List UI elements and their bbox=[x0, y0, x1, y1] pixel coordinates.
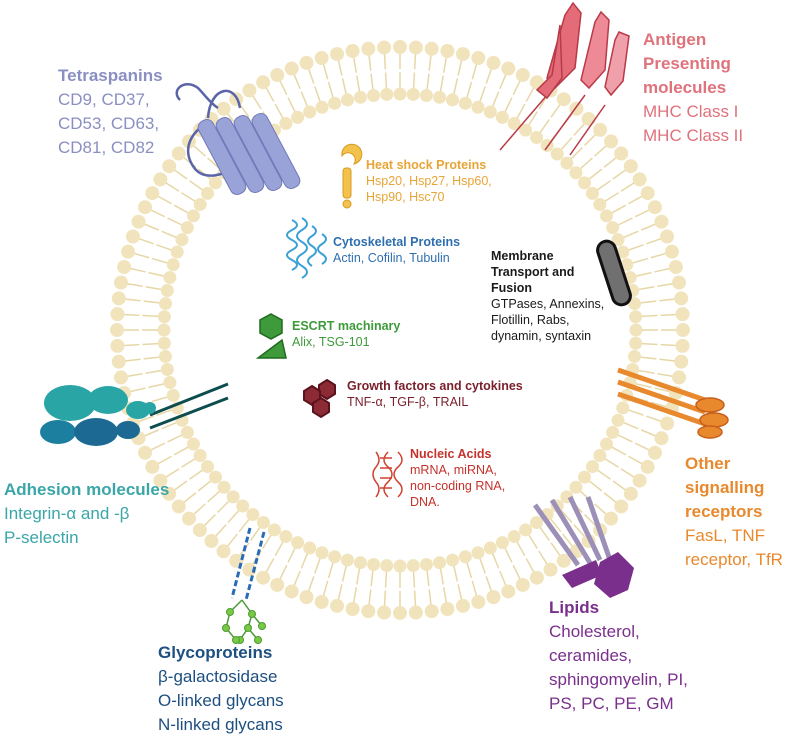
membrane-transport-title: Fusion bbox=[491, 281, 532, 295]
antigen-line: MHC Class II bbox=[643, 126, 744, 145]
antigen-title: Presenting bbox=[643, 54, 731, 73]
other-signalling-title: signalling bbox=[685, 478, 765, 497]
membrane-transport-line: dynamin, syntaxin bbox=[491, 329, 592, 343]
nucleic-acid-icon bbox=[372, 451, 403, 498]
mhc-molecule-icon bbox=[499, 1, 630, 156]
lipid-raft-icon bbox=[532, 495, 634, 598]
adhesion-line: P-selectin bbox=[4, 528, 79, 547]
heat-shock-line: Hsp20, Hsp27, Hsp60, bbox=[366, 174, 492, 188]
membrane-transport-title: Membrane bbox=[491, 249, 554, 263]
glycoproteins-label: Glycoproteins β-galactosidase O-linked g… bbox=[158, 641, 284, 737]
membrane-transport-line: Flotillin, Rabs, bbox=[491, 313, 570, 327]
glycoproteins-line: O-linked glycans bbox=[158, 691, 284, 710]
membrane-transport-line: GTPases, Annexins, bbox=[491, 297, 605, 311]
lipids-label: Lipids Cholesterol, ceramides, sphingomy… bbox=[549, 596, 688, 716]
heat-shock-protein-icon bbox=[341, 143, 363, 209]
escrt-line: Alix, TSG-101 bbox=[292, 335, 370, 349]
glycoproteins-title: Glycoproteins bbox=[158, 643, 273, 662]
nucleic-line: mRNA, miRNA, bbox=[410, 463, 497, 477]
cytoskeletal-title: Cytoskeletal Proteins bbox=[333, 235, 461, 249]
membrane-transport-label: Membrane Transport and Fusion GTPases, A… bbox=[491, 248, 604, 344]
adhesion-line: Integrin-α and -β bbox=[4, 504, 130, 523]
escrt-label: ESCRT machinary Alix, TSG-101 bbox=[292, 318, 400, 350]
escrt-icon bbox=[255, 313, 287, 359]
glycoprotein-icon bbox=[222, 527, 266, 644]
growth-factor-icon bbox=[303, 378, 336, 419]
membrane-transport-icon bbox=[596, 239, 632, 307]
glycoproteins-line: β-galactosidase bbox=[158, 667, 278, 686]
other-signalling-line: receptor, TfR bbox=[685, 550, 783, 569]
nucleic-title: Nucleic Acids bbox=[410, 447, 492, 461]
tetraspanins-label: Tetraspanins CD9, CD37, CD53, CD63, CD81… bbox=[58, 64, 163, 160]
other-signalling-line: FasL, TNF bbox=[685, 526, 765, 545]
escrt-title: ESCRT machinary bbox=[292, 319, 401, 333]
cytoskeletal-label: Cytoskeletal Proteins Actin, Cofilin, Tu… bbox=[333, 234, 460, 266]
other-signalling-title: Other bbox=[685, 454, 731, 473]
tetraspanin-protein-icon bbox=[175, 83, 301, 195]
antigen-line: MHC Class I bbox=[643, 102, 739, 121]
glycoproteins-line: N-linked glycans bbox=[158, 715, 283, 734]
antigen-title: Antigen bbox=[643, 30, 707, 49]
tetraspanins-title: Tetraspanins bbox=[58, 66, 163, 85]
lipids-title: Lipids bbox=[549, 598, 600, 617]
other-signalling-label: Other signalling receptors FasL, TNF rec… bbox=[685, 452, 783, 572]
antigen-title: molecules bbox=[643, 78, 727, 97]
tetraspanins-line: CD53, CD63, bbox=[58, 114, 160, 133]
growth-line: TNF-α, TGF-β, TRAIL bbox=[347, 395, 469, 409]
lipids-line: PS, PC, PE, GM bbox=[549, 694, 674, 713]
nucleic-line: DNA. bbox=[410, 495, 440, 509]
heat-shock-line: Hsp90, Hsc70 bbox=[366, 190, 445, 204]
cytoskeletal-line: Actin, Cofilin, Tubulin bbox=[333, 251, 450, 265]
heat-shock-label: Heat shock Proteins Hsp20, Hsp27, Hsp60,… bbox=[366, 157, 492, 205]
nucleic-line: non-coding RNA, bbox=[410, 479, 506, 493]
adhesion-label: Adhesion molecules Integrin-α and -β P-s… bbox=[4, 478, 169, 550]
growth-label: Growth factors and cytokines TNF-α, TGF-… bbox=[347, 378, 523, 410]
lipids-line: sphingomyelin, PI, bbox=[549, 670, 688, 689]
cytoskeletal-filament-icon bbox=[286, 217, 327, 279]
lipids-line: ceramides, bbox=[549, 646, 633, 665]
adhesion-molecule-icon bbox=[40, 382, 229, 446]
nucleic-label: Nucleic Acids mRNA, miRNA, non-coding RN… bbox=[410, 446, 505, 510]
heat-shock-title: Heat shock Proteins bbox=[366, 158, 487, 172]
antigen-label: Antigen Presenting molecules MHC Class I… bbox=[643, 28, 743, 148]
membrane-transport-title: Transport and bbox=[491, 265, 575, 279]
signalling-receptor-icon bbox=[617, 367, 729, 439]
tetraspanins-line: CD9, CD37, bbox=[58, 90, 150, 109]
adhesion-title: Adhesion molecules bbox=[4, 480, 170, 499]
lipids-line: Cholesterol, bbox=[549, 622, 640, 641]
growth-title: Growth factors and cytokines bbox=[347, 379, 523, 393]
other-signalling-title: receptors bbox=[685, 502, 763, 521]
tetraspanins-line: CD81, CD82 bbox=[58, 138, 155, 157]
